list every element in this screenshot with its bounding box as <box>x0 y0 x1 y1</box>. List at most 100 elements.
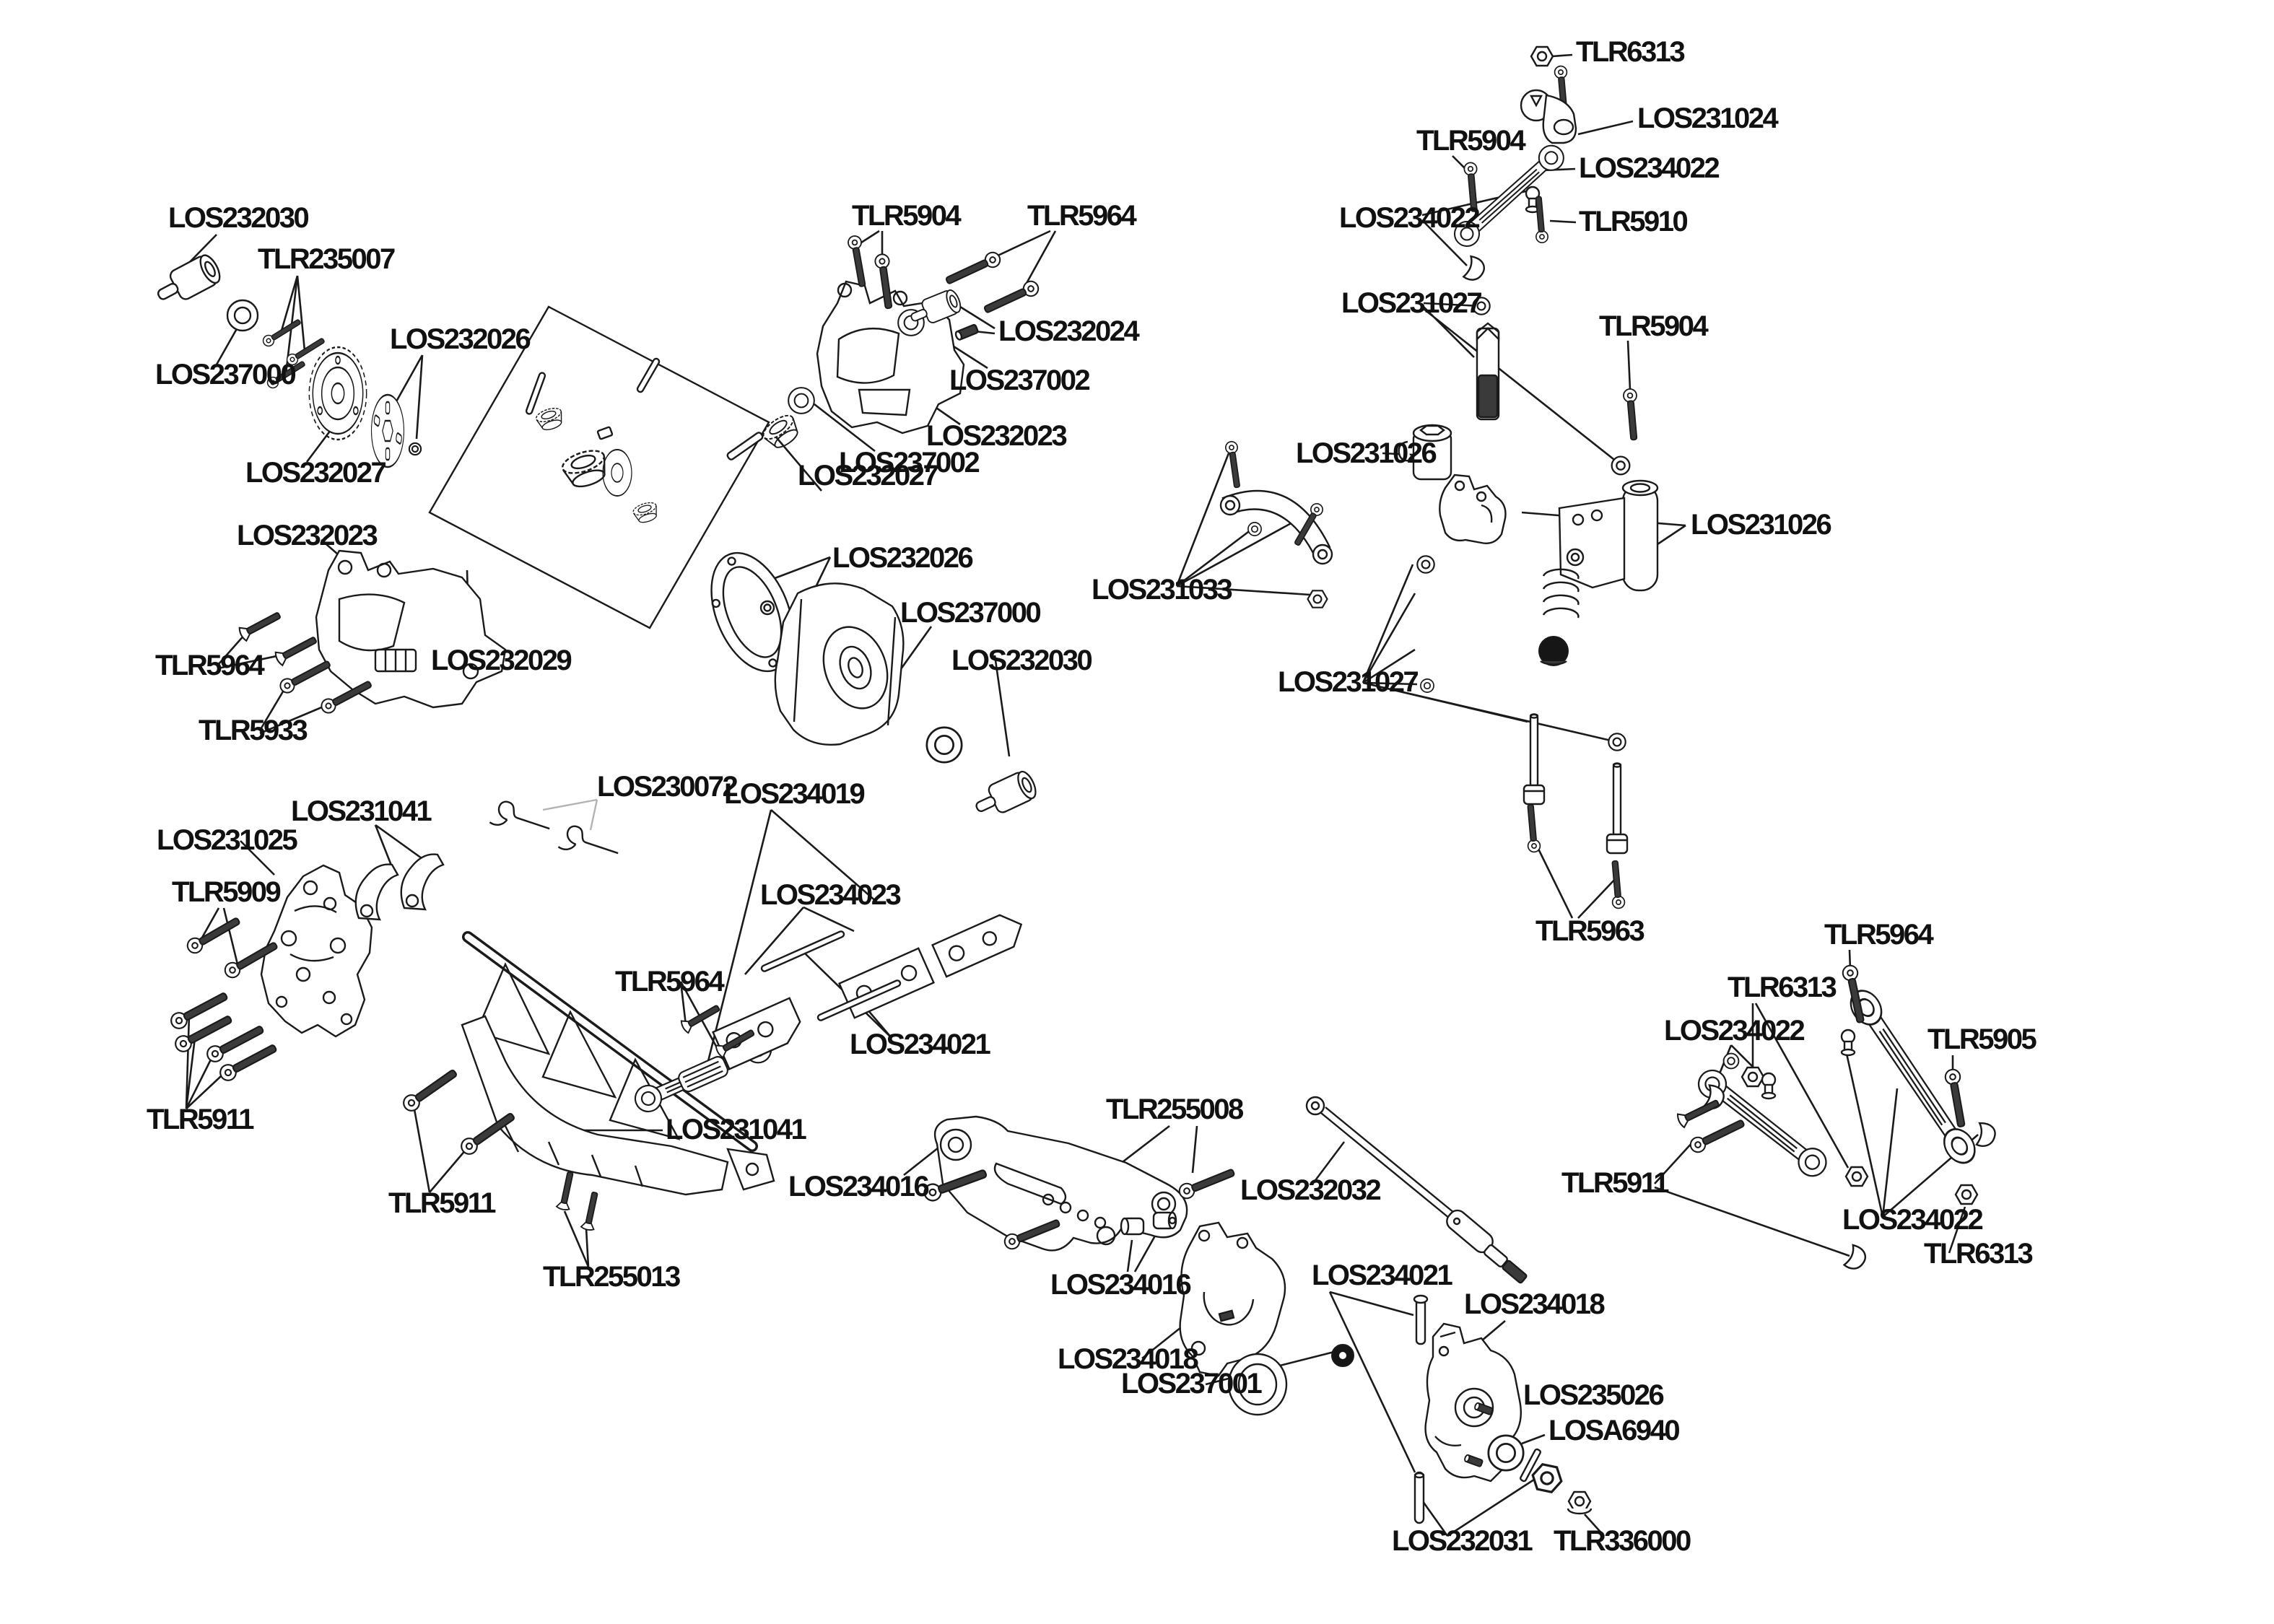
part-label: LOS232027 <box>798 460 938 492</box>
o-ring-icon <box>408 442 422 456</box>
caster-knuckle-drawing <box>1179 1221 1286 1377</box>
part-label: LOS234023 <box>760 879 900 911</box>
leader-lines <box>185 53 1979 1537</box>
part-label: TLR5933 <box>199 715 307 746</box>
part-label: TLR5964 <box>1027 200 1137 232</box>
diff-plate-drawing <box>370 393 405 468</box>
arm-bushing-drawing <box>1120 1217 1145 1236</box>
washer-icon <box>1611 455 1631 476</box>
pivot-plate-drawing <box>931 914 1023 978</box>
bellcrank-drawing <box>1520 89 1577 144</box>
pivot-plate-drawing <box>712 997 801 1070</box>
screw-icon <box>1622 388 1642 441</box>
screw-icon <box>399 1065 461 1115</box>
part-label: LOS237000 <box>900 597 1040 629</box>
part-label: TLR235007 <box>258 243 395 275</box>
locknut-icon <box>1844 1166 1869 1187</box>
part-label: LOS232030 <box>951 645 1092 676</box>
part-label: TLR5911 <box>1561 1167 1669 1199</box>
screw-icon <box>555 1170 578 1212</box>
body-clip-icon <box>552 814 619 871</box>
part-label: LOS234021 <box>1312 1260 1452 1291</box>
pivot-plate-drawing <box>838 947 935 1019</box>
part-label: LOS234016 <box>1050 1269 1190 1301</box>
screw-icon <box>1608 860 1626 909</box>
part-label: LOS231027 <box>1278 666 1418 698</box>
seal-ring-drawing <box>1227 1353 1288 1416</box>
part-label: TLR5904 <box>1416 125 1526 157</box>
outdrive-coupler-drawing <box>970 767 1040 823</box>
part-label: TLR6313 <box>1924 1238 2032 1270</box>
kingpin-drawing <box>1413 1294 1429 1345</box>
part-label: LOS231026 <box>1296 437 1436 469</box>
part-label: LOS232030 <box>168 202 308 234</box>
part-label: LOS235026 <box>1523 1379 1663 1411</box>
part-label: LOS237000 <box>155 359 295 390</box>
part-label: TLR336000 <box>1554 1525 1691 1557</box>
bump-stop-drawing <box>1538 636 1569 666</box>
locknut-icon <box>1954 1184 1979 1205</box>
part-label: TLR5964 <box>615 966 725 997</box>
screw-icon <box>1176 1164 1237 1202</box>
part-label: LOS237001 <box>1121 1368 1262 1400</box>
part-label: LOS231024 <box>1637 102 1779 134</box>
screw-icon <box>273 632 320 668</box>
ball-stud-icon <box>1840 1029 1856 1057</box>
steering-post-drawing <box>1476 322 1500 421</box>
part-label: LOS232023 <box>926 420 1066 452</box>
part-label: TLR5905 <box>1927 1023 2036 1055</box>
screw-icon <box>1675 1095 1722 1130</box>
part-labels: LOS232030 TLR235007 LOS237000 LOS232026 … <box>147 36 2039 1557</box>
washer-icon <box>1416 555 1435 574</box>
ring-gear-drawing <box>308 346 367 441</box>
washer-icon <box>1247 522 1262 536</box>
hinge-pin-drawing <box>760 930 845 972</box>
locknut-icon <box>1741 1066 1765 1088</box>
pinion-gear-drawing <box>726 410 804 460</box>
body-mount-drawing <box>354 863 399 921</box>
shock-tower-drawing <box>260 864 373 1038</box>
pin-drawing <box>1520 1448 1541 1483</box>
part-label: TLR5911 <box>388 1187 496 1219</box>
part-label: LOS232031 <box>1392 1525 1533 1557</box>
part-label: TLR255008 <box>1106 1093 1244 1125</box>
pivot-link-drawing <box>630 1031 776 1117</box>
part-label: LOS234016 <box>788 1171 928 1202</box>
part-label: TLR5909 <box>172 876 280 908</box>
shock-standoff-drawing <box>1522 713 1546 806</box>
screw-icon <box>981 278 1042 318</box>
part-label: LOS237002 <box>839 447 979 479</box>
part-drawings <box>150 45 1998 1524</box>
screw-icon <box>846 234 870 289</box>
steering-hex-post-drawing <box>1398 424 1452 481</box>
part-label: TLR5963 <box>1535 915 1644 947</box>
steering-brace-drawing <box>1219 489 1333 565</box>
suspension-arm-drawing <box>933 1115 1188 1252</box>
part-label: LOS231025 <box>157 824 297 856</box>
screw-icon <box>277 656 334 696</box>
driveshaft-drawing <box>1305 1096 1528 1284</box>
part-label: LOS234022 <box>1579 152 1719 184</box>
part-label: LOS231033 <box>1092 574 1232 606</box>
ball-cup-icon <box>1462 255 1488 284</box>
part-label: LOSA6940 <box>1548 1415 1679 1446</box>
part-label: TLR5964 <box>155 650 265 681</box>
diff-internals-box <box>428 305 770 629</box>
gearbox-housing-drawing <box>315 549 507 709</box>
o-ring-icon <box>759 600 775 616</box>
arm-bushing-drawing <box>1152 1211 1177 1230</box>
bumper-drawing <box>461 931 775 1196</box>
part-label: TLR6313 <box>1728 972 1836 1003</box>
outdrive-coupler-drawing <box>150 250 225 311</box>
washer-icon <box>1608 733 1626 751</box>
part-label: LOS231041 <box>291 795 432 827</box>
screw-icon <box>943 249 1003 289</box>
hex-nut-drawing <box>1528 1462 1566 1495</box>
gearbox-case-drawing <box>816 280 965 435</box>
part-label: LOS237002 <box>949 364 1089 396</box>
x-ring-drawing <box>1331 1344 1354 1367</box>
part-label: TLR255013 <box>543 1261 680 1293</box>
screw-icon <box>1687 1115 1748 1156</box>
